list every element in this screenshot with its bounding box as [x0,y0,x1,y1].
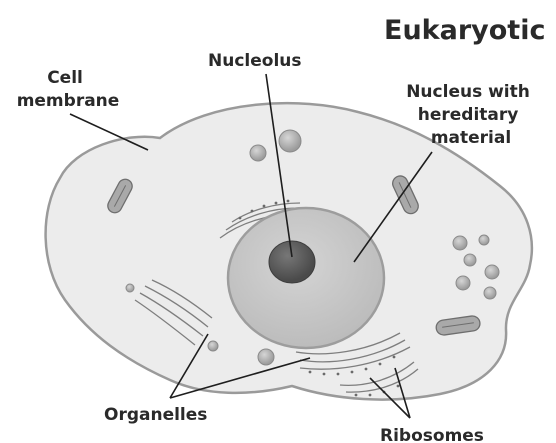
label-cell-membrane: Cell membrane [17,68,120,111]
label-nucleolus: Nucleolus [208,51,302,71]
nucleus [228,208,384,348]
label-organelles: Organelles [104,405,207,425]
label-ribosomes: Ribosomes [380,426,484,443]
nucleolus-shape [269,241,315,283]
diagram-title: Eukaryotic [384,15,545,46]
